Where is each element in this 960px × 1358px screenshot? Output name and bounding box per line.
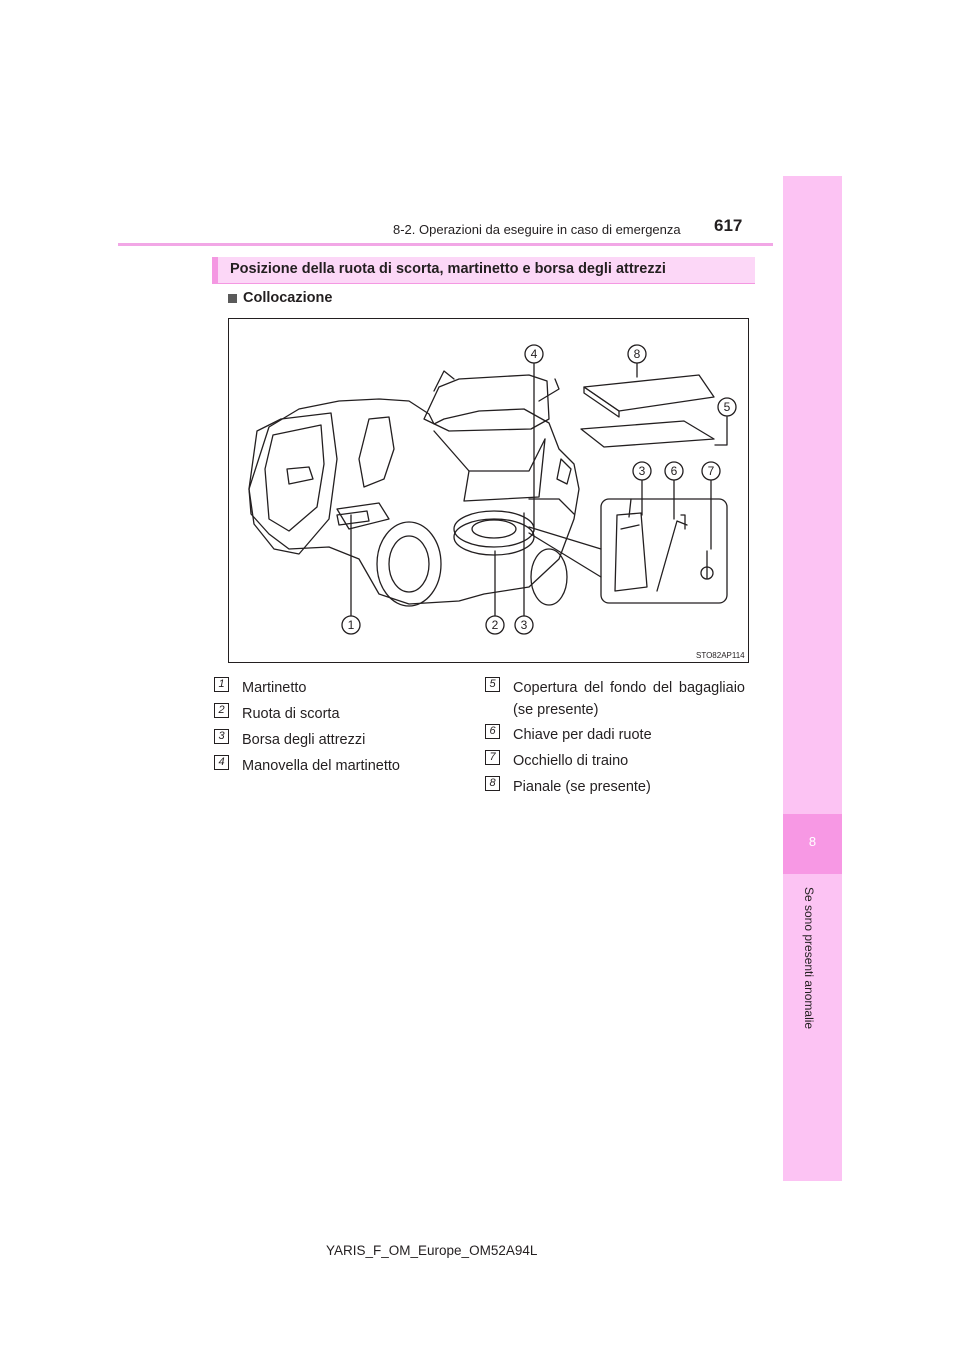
legend-text: Borsa degli attrezzi	[242, 729, 365, 751]
legend-text: Chiave per dadi ruote	[513, 724, 652, 746]
legend-item: 5 Copertura del fondo del bagagliaio (se…	[485, 677, 745, 723]
legend-text: Manovella del martinetto	[242, 755, 400, 777]
legend-text: Copertura del fondo del bagagliaio (se p…	[513, 677, 745, 721]
legend-number-badge: 6	[485, 724, 500, 739]
section-title: Posizione della ruota di scorta, martine…	[230, 261, 666, 277]
callout-3-label: 3	[521, 618, 528, 632]
figure-code: STO82AP114	[696, 651, 745, 660]
callout-6-label: 6	[671, 464, 678, 478]
legend-number-badge: 1	[214, 677, 229, 692]
header-section-path: 8-2. Operazioni da eseguire in caso di e…	[393, 222, 681, 237]
legend-text: Occhiello di traino	[513, 750, 628, 772]
callout-5-label: 5	[724, 400, 731, 414]
legend-number-badge: 2	[214, 703, 229, 718]
chapter-title: Se sono presenti anomalie	[802, 887, 816, 1029]
header-rule	[118, 243, 773, 246]
callout-8-label: 8	[634, 347, 641, 361]
legend-number-badge: 7	[485, 750, 500, 765]
callout-1-label: 1	[348, 618, 355, 632]
legend-text: Martinetto	[242, 677, 306, 699]
callout-3b-label: 3	[639, 464, 646, 478]
car-trunk-illustration: 1 2 3 3 4 5 6 7 8	[229, 319, 750, 664]
legend-number-badge: 5	[485, 677, 500, 692]
chapter-number: 8	[783, 834, 842, 849]
section-title-box: Posizione della ruota di scorta, martine…	[212, 257, 755, 284]
subheading: Collocazione	[243, 290, 332, 306]
illustration-frame: 1 2 3 3 4 5 6 7 8	[228, 318, 749, 663]
legend-text: Ruota di scorta	[242, 703, 340, 725]
legend-number-badge: 3	[214, 729, 229, 744]
page-number: 617	[714, 216, 742, 236]
footer-document-code: YARIS_F_OM_Europe_OM52A94L	[326, 1243, 537, 1258]
legend-number-badge: 8	[485, 776, 500, 791]
legend-number-badge: 4	[214, 755, 229, 770]
legend-text: Pianale (se presente)	[513, 776, 651, 798]
chapter-side-tab	[783, 176, 842, 1181]
callout-7-label: 7	[708, 464, 715, 478]
bullet-square-icon	[228, 294, 237, 303]
callout-2-label: 2	[492, 618, 499, 632]
callout-4-label: 4	[531, 347, 538, 361]
